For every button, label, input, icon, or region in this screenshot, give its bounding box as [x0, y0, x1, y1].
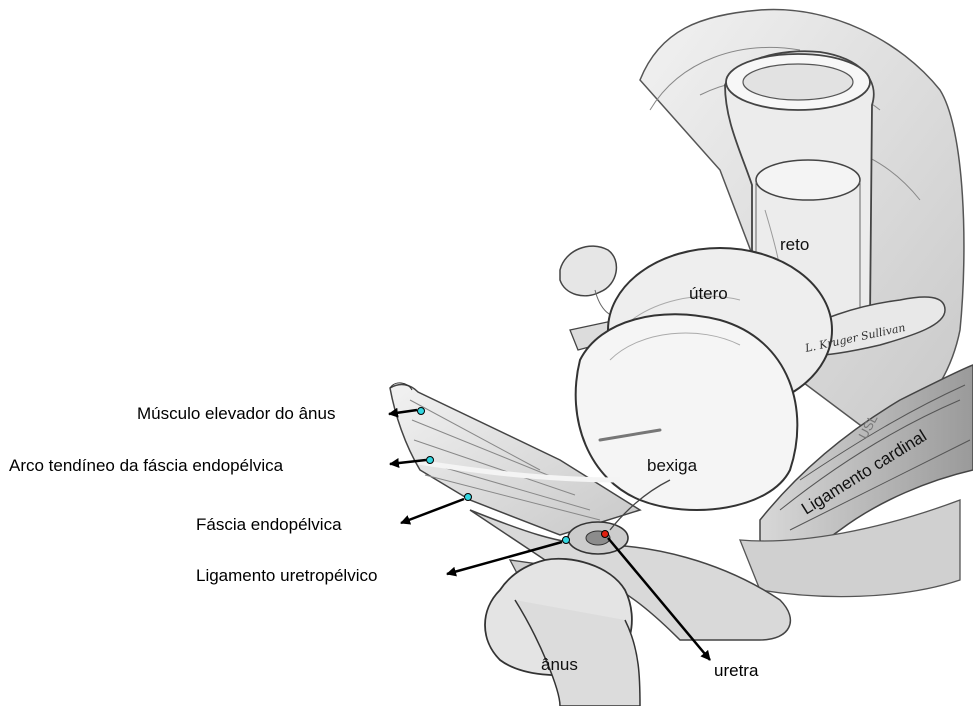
- urethropelvic-marker: [563, 537, 570, 544]
- bladder-label: bexiga: [647, 457, 697, 474]
- uterus-label: útero: [689, 285, 728, 302]
- anus-label: ânus: [541, 656, 578, 673]
- arcus-marker: [427, 457, 434, 464]
- anus-shape: [485, 559, 640, 706]
- urethropelvic-ligament-label: Ligamento uretropélvico: [196, 567, 377, 584]
- endopelvic-fascia-label: Fáscia endopélvica: [196, 516, 342, 533]
- fascia-marker: [465, 494, 472, 501]
- levator-marker: [418, 408, 425, 415]
- levator-ani-label: Músculo elevador do ânus: [137, 405, 335, 422]
- urethra-label: uretra: [714, 662, 758, 679]
- fascia-arrow: [401, 499, 464, 523]
- rectum-label: reto: [780, 236, 809, 253]
- urethra-marker: [602, 531, 609, 538]
- arcus-tendineus-label: Arco tendíneo da fáscia endopélvica: [9, 457, 283, 474]
